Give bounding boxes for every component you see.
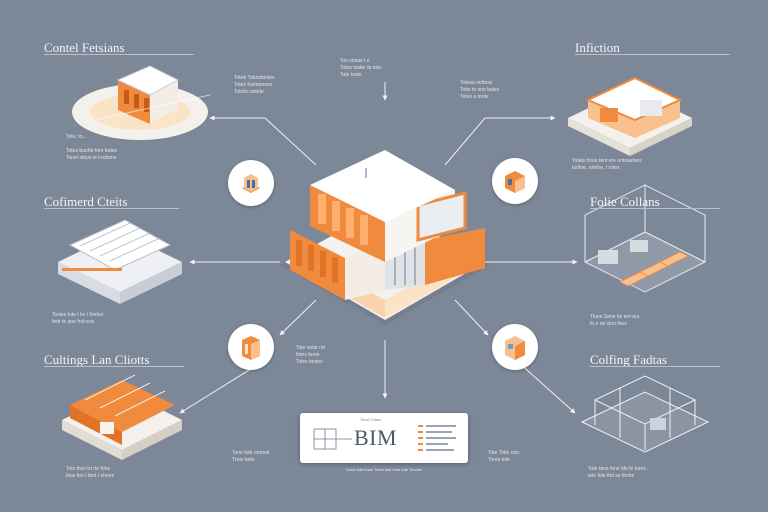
connector-top-left [264, 117, 317, 166]
connector-bottom-left [179, 361, 263, 414]
illustration-mid-right [583, 184, 707, 293]
illustration-bottom-right [580, 375, 710, 453]
annotation-top-center: Tos otolas t o Totes toster fa tote Tote… [340, 58, 382, 78]
title-rule-top-left [44, 54, 194, 55]
title-rule-bottom-left [44, 366, 184, 367]
connector-lines [179, 82, 578, 414]
caption-top-left: Tote, to... Totes bunhtr fore botes Tone… [66, 134, 118, 161]
section-title-top-left: Contel Fetsians [44, 40, 125, 55]
connector-lower-left [279, 299, 317, 336]
section-title-bottom-right: Colfing Fadtas [590, 352, 667, 367]
illustration-top-left [72, 65, 211, 140]
central-building [280, 150, 490, 325]
caption-mid-right: Tlune Sene tle tert eur fo n oe slon the… [590, 314, 640, 327]
illustration-mid-left [58, 219, 182, 304]
mini-house-icon [505, 171, 525, 193]
bim-diagram-icon [313, 425, 456, 451]
section-title-mid-left: Cofimerd Cteits [44, 194, 128, 209]
title-rule-mid-right [590, 208, 720, 209]
annotation-upper-left: Toteb Tobnnbiotes Totes foetatorsns Toto… [234, 75, 275, 95]
caption-bottom-right: Tote tane fone ble fe tores tele fole ft… [588, 466, 646, 479]
title-rule-bottom-right [590, 366, 720, 367]
section-title-top-right: Infiction [575, 40, 620, 55]
annotation-lower-left-bottom: Tone tote orotest Trote bote [232, 450, 270, 463]
connector-lower-right [454, 299, 489, 336]
caption-bottom-left: Tots tbot tot rte fohe bioe feo t tbot t… [66, 466, 115, 479]
bubble-lower-right [492, 324, 538, 370]
bubble-upper-left [228, 160, 274, 206]
mini-block-icon [242, 336, 260, 360]
illustration-bottom-left [62, 374, 182, 460]
bubble-lower-left [228, 324, 274, 370]
illustration-top-right [568, 76, 692, 156]
mini-model-icon [505, 336, 525, 360]
bim-card-heading: Tonel Tolteo [360, 417, 382, 422]
mini-building-icon [242, 174, 260, 193]
connector-bottom-right [517, 361, 576, 414]
caption-top-right: Totals hooe tent ere ontosatnes torfloe,… [572, 158, 642, 171]
bim-label: BIM [354, 425, 398, 450]
bubble-upper-right [492, 158, 538, 204]
title-rule-mid-left [44, 208, 179, 209]
caption-mid-left: Tsoles fote t ke t fonhor fedr te ane fr… [52, 312, 104, 325]
bim-caption: Tonot tote toste Tonel tote fone tote To… [345, 467, 423, 472]
section-title-bottom-left: Cultings Lan Cliotts [44, 352, 150, 367]
section-title-mid-right: Folie Collans [590, 194, 660, 209]
annotation-upper-right: Totesa notbnis Totie to one bales Totes … [460, 80, 500, 100]
annotation-lower-left: Tote sotat rot fotes borte Toles tontes [296, 345, 325, 365]
title-rule-top-right [575, 54, 730, 55]
annotation-lower-right-bottom: Tote Totie noo Tores tote [488, 450, 520, 463]
connector-top-right [444, 117, 486, 166]
bim-card: Tonel Tolteo BIM Tonot tote toste Tonel … [300, 413, 468, 472]
